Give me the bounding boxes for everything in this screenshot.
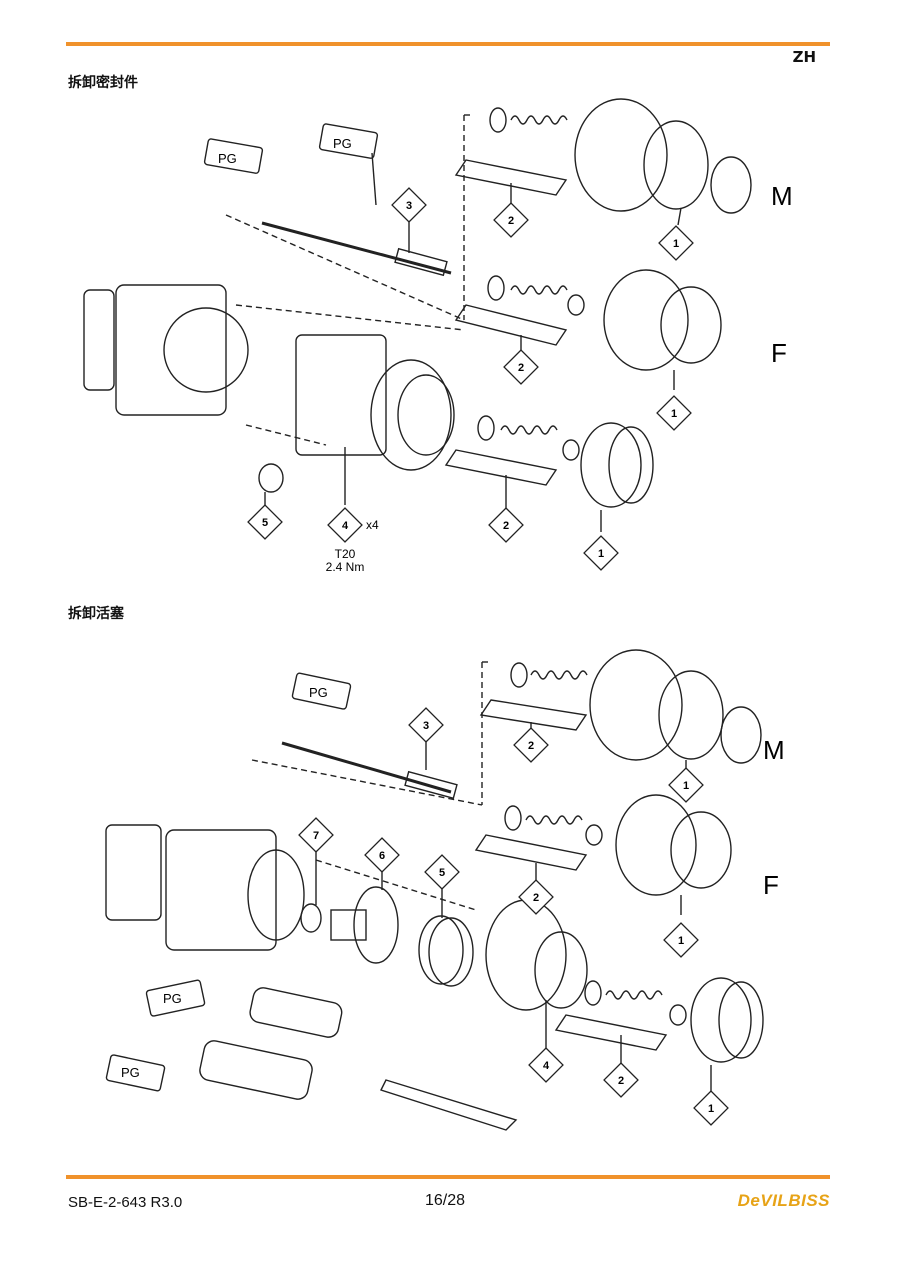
brand-logo: DeVILBISS xyxy=(737,1191,830,1210)
callout-5: 5 xyxy=(439,867,445,879)
piston-removal-diagram: PG PG PG M F 3 2 1 2 1 4 2 1 7 6 5 xyxy=(105,649,785,1131)
footer-rule xyxy=(66,1175,830,1179)
grease-label: PG xyxy=(333,136,352,151)
torque-value: 2.4 Nm xyxy=(326,560,365,574)
variant-m-label: M xyxy=(763,735,785,765)
callout-1: 1 xyxy=(678,935,684,947)
seal-removal-diagram: PG PG M F 3 2 1 2 1 2 1 4 5 x4 T20 2.4 N… xyxy=(83,98,793,574)
callout-2: 2 xyxy=(503,520,509,532)
screw-quantity: x4 xyxy=(366,518,379,532)
callout-4: 4 xyxy=(342,520,349,532)
variant-f-label: F xyxy=(771,338,787,368)
callout-1: 1 xyxy=(708,1103,714,1115)
grease-label: PG xyxy=(163,991,182,1006)
callout-1: 1 xyxy=(683,780,689,792)
callout-7: 7 xyxy=(313,830,319,842)
grease-label: PG xyxy=(309,685,328,700)
grease-label: PG xyxy=(121,1065,140,1080)
page-number: 16/28 xyxy=(425,1192,466,1209)
section-title-piston: 拆卸活塞 xyxy=(68,606,124,622)
callout-4: 4 xyxy=(543,1060,550,1072)
variant-m-label: M xyxy=(771,181,793,211)
callout-3: 3 xyxy=(406,200,412,212)
callout-6: 6 xyxy=(379,850,385,862)
grease-label: PG xyxy=(218,151,237,166)
variant-f-label: F xyxy=(763,870,779,900)
callout-3: 3 xyxy=(423,720,429,732)
callout-1: 1 xyxy=(673,238,679,250)
callout-2: 2 xyxy=(618,1075,624,1087)
document-id: SB-E-2-643 R3.0 xyxy=(68,1194,183,1211)
callout-2: 2 xyxy=(533,892,539,904)
callout-1: 1 xyxy=(671,408,677,420)
torque-tool: T20 xyxy=(335,547,356,561)
language-code: ZH xyxy=(792,48,816,66)
callout-2: 2 xyxy=(528,740,534,752)
callout-2: 2 xyxy=(518,362,524,374)
callout-2: 2 xyxy=(508,215,514,227)
callout-1: 1 xyxy=(598,548,604,560)
header-rule xyxy=(66,42,830,46)
callout-5: 5 xyxy=(262,517,268,529)
section-title-seals: 拆卸密封件 xyxy=(68,75,138,91)
